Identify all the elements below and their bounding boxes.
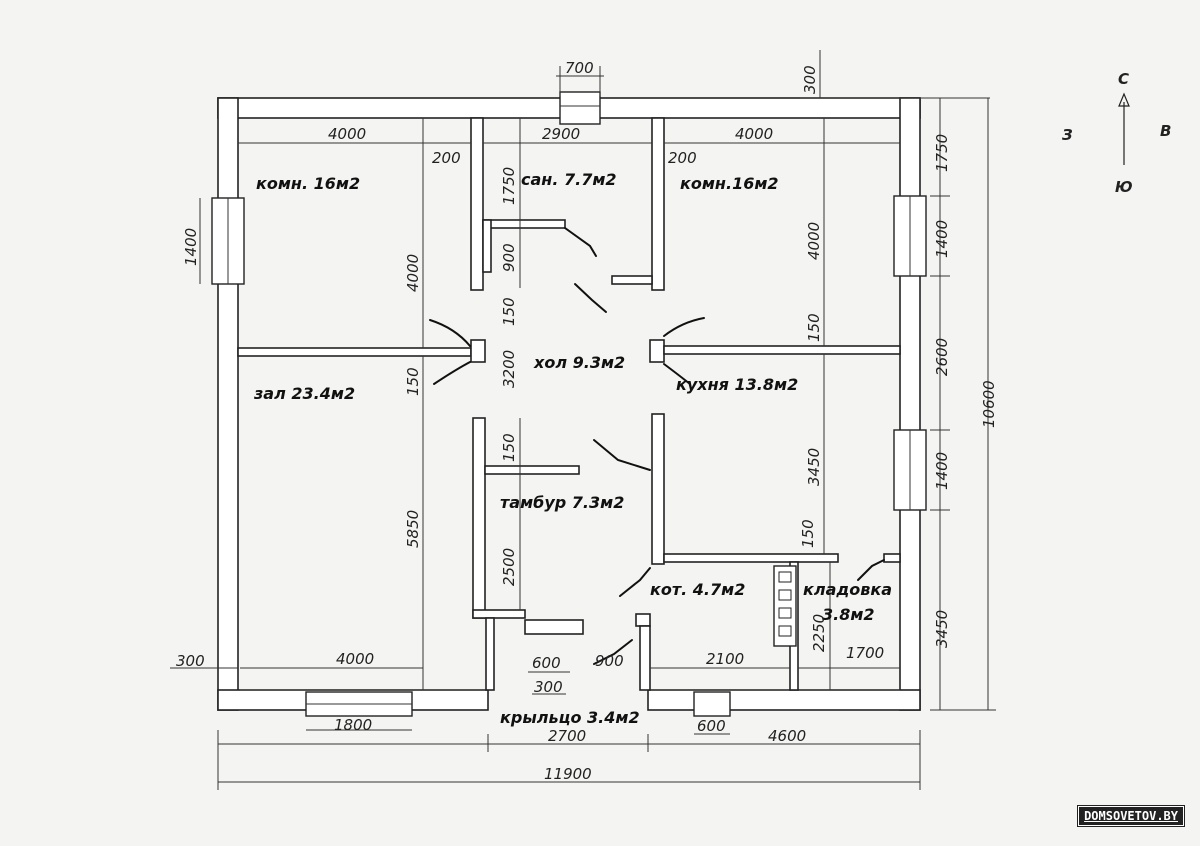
room-label-nw: комн. 16м2	[256, 174, 360, 193]
north-window	[559, 91, 601, 125]
dim-east-1400-b: 1400	[933, 452, 951, 490]
room-label-kitchen: кухня 13.8м2	[676, 375, 798, 394]
dim-east-2600: 2600	[933, 338, 951, 376]
watermark-label: DOMSOVETOV.BY	[1077, 805, 1185, 827]
dim-step-300: 300	[534, 678, 563, 696]
dim-room-ne-depth: 4000	[805, 222, 823, 260]
dim-total-width: 11900	[544, 765, 592, 783]
dim-hall-depth: 3200	[500, 350, 518, 388]
dim-boiler-inner: 2250	[810, 614, 828, 652]
room-label-hall: хол 9.3м2	[533, 353, 625, 372]
compass-north: С	[1118, 70, 1129, 88]
dim-bath-inner: 900	[500, 243, 518, 272]
room-label-living: зал 23.4м2	[253, 384, 355, 403]
door-swings	[429, 227, 885, 665]
dim-door-900: 900	[595, 652, 624, 670]
compass: С Ю З В	[1062, 70, 1171, 196]
dimension-lines	[170, 50, 996, 790]
dim-south-window: 1800	[334, 716, 372, 734]
dim-door-600-a: 600	[532, 654, 561, 672]
room-label-pantry-area: 3.8м2	[822, 605, 875, 624]
south-window-small	[693, 691, 731, 717]
dim-partition-left: 200	[432, 149, 461, 167]
room-label-ne: комн.16м2	[680, 174, 779, 193]
dim-porch-width: 2700	[548, 727, 586, 745]
room-label-porch: крыльцо 3.4м2	[500, 708, 640, 727]
dim-bath-depth: 1750	[500, 167, 518, 205]
west-wall	[217, 97, 239, 711]
dimension-labels: 700 4000 2900 4000 200 200 300 4000 600 …	[176, 59, 998, 783]
dim-living-width: 4000	[336, 650, 374, 668]
dim-room-nw-width: 4000	[328, 125, 366, 143]
room-label-bathroom: сан. 7.7м2	[521, 170, 617, 189]
room-label-boiler: кот. 4.7м2	[650, 580, 745, 599]
room-label-vestibule: тамбур 7.3м2	[500, 493, 624, 512]
compass-east: В	[1160, 122, 1171, 140]
compass-south: Ю	[1115, 178, 1133, 196]
dim-east-part: 4600	[768, 727, 806, 745]
dim-top-wall: 300	[801, 65, 819, 94]
dim-pantry-width: 1700	[846, 644, 884, 662]
dim-east-1750: 1750	[933, 134, 951, 172]
dim-partition-150-b: 150	[404, 367, 422, 396]
dim-room-ne-width: 4000	[735, 125, 773, 143]
dim-top-window: 700	[565, 59, 594, 77]
windows	[211, 91, 927, 717]
room-labels: комн. 16м2 сан. 7.7м2 комн.16м2 хол 9.3м…	[253, 170, 892, 727]
dim-partition-150-e: 150	[799, 519, 817, 548]
dim-partition-right: 200	[668, 149, 697, 167]
dim-partition-150-d: 150	[500, 433, 518, 462]
dim-room-nw-depth: 4000	[404, 254, 422, 292]
east-wall	[899, 97, 921, 711]
dim-partition-150-a: 150	[500, 297, 518, 326]
dim-living-depth: 5850	[404, 510, 422, 548]
dim-wall-300: 300	[176, 652, 205, 670]
dim-total-height: 10600	[980, 380, 998, 428]
dim-partition-150-c: 150	[805, 313, 823, 342]
dim-vestibule-depth: 2500	[500, 548, 518, 586]
dim-boiler-width: 2100	[706, 650, 744, 668]
dim-kitchen-depth: 3450	[805, 448, 823, 486]
room-label-pantry: кладовка	[803, 580, 892, 599]
dim-door-600-b: 600	[697, 717, 726, 735]
dim-east-1400-a: 1400	[933, 220, 951, 258]
south-east-wall	[647, 689, 921, 711]
dim-east-3450: 3450	[933, 610, 951, 648]
compass-west: З	[1062, 126, 1073, 144]
dim-west-window: 1400	[182, 228, 200, 266]
dim-bath-width: 2900	[542, 125, 580, 143]
interior-walls	[237, 117, 901, 691]
